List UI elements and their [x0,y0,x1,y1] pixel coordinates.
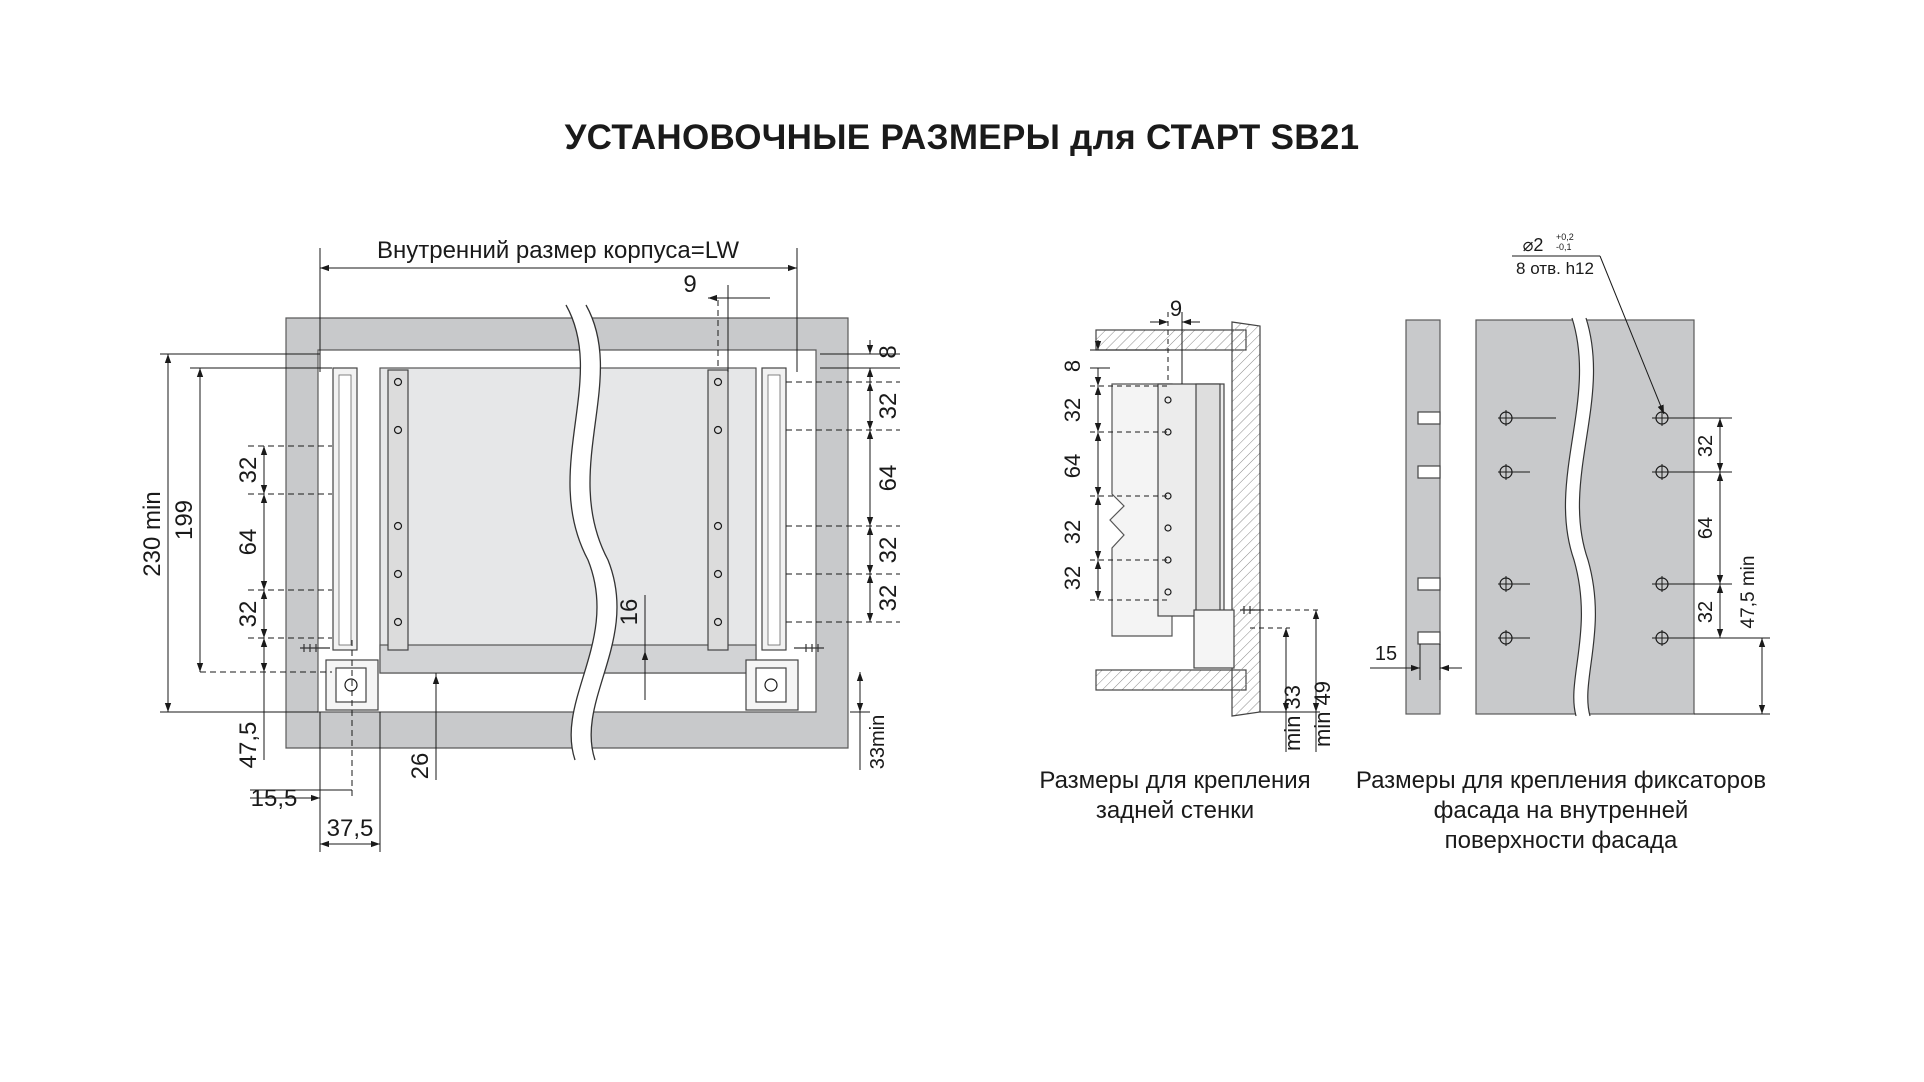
rear-caption: Размеры для крепления задней стенки [1020,766,1330,826]
hole-tol-plus: +0,2 [1556,232,1574,242]
rear-caption-line-1: Размеры для крепления [1039,767,1311,794]
cabinet-frame [285,317,849,749]
drawer-bottom [379,644,757,674]
rear-dim-9: 9 [1170,296,1182,321]
facade-dim-32a: 32 [1695,435,1717,457]
rear-view: 9 8 32 64 32 32 min 33 min 49 [1060,296,1335,752]
rear-bottom-panel [1095,669,1247,691]
facade-caption-line-1: Размеры для крепления фиксаторов [1355,767,1767,794]
front-dim-r32b: 32 [875,537,902,564]
facade-caption-line-3: поверхности фасада [1444,827,1678,854]
front-dim-16: 16 [616,599,643,626]
rear-dim-64: 64 [1060,454,1085,478]
rear-dim-32a: 32 [1060,398,1085,422]
break-band [566,305,618,760]
front-dim-r8: 8 [875,345,902,358]
rear-dim-32b: 32 [1060,520,1085,544]
front-dim-230: 230 min [139,491,166,576]
front-dim-r32c: 32 [875,585,902,612]
front-dim-r32a: 32 [875,393,902,420]
hole-spec-top: ⌀2 [1523,235,1544,255]
facade-dim-47-5: 47,5 min [1738,556,1759,629]
rear-back-wall [1231,321,1261,717]
rear-dim-8: 8 [1060,360,1085,372]
rear-dim-min49: min 49 [1310,681,1335,747]
facade-dim-32b: 32 [1695,601,1717,623]
rear-dim-min33: min 33 [1280,685,1305,751]
lw-label: Внутренний размер корпуса=LW [377,237,739,264]
facade-view: ⌀2 +0,2 -0,1 8 отв. h12 32 64 32 47,5 mi… [1370,232,1770,717]
front-dim-9: 9 [683,271,696,298]
rear-top-panel [1095,329,1247,351]
facade-dim-64: 64 [1695,517,1717,539]
front-dim-64: 64 [235,529,262,556]
front-dim-r64: 64 [875,465,902,492]
front-dim-15-5: 15,5 [251,785,298,812]
front-dim-26: 26 [407,753,434,780]
facade-dim-15: 15 [1375,643,1397,665]
page-title: УСТАНОВОЧНЫЕ РАЗМЕРЫ для СТАРТ SB21 [564,118,1360,157]
rear-dim-32c: 32 [1060,566,1085,590]
front-dim-47-5: 47,5 [235,722,262,769]
rear-caption-line-2: задней стенки [1095,797,1255,824]
front-dim-32a: 32 [235,457,262,484]
front-dim-199: 199 [171,500,198,540]
front-dim-r33: 33min [867,715,889,769]
hole-tol-minus: -0,1 [1556,242,1572,252]
facade-side-panel [1405,319,1441,715]
facade-break-band [1565,318,1596,716]
front-view: Внутренний размер корпуса=LW 9 230 min 1… [139,237,902,852]
front-dim-37-5: 37,5 [327,815,374,842]
right-runner [707,367,824,711]
drawer-back-panel [379,367,757,674]
front-dim-32b: 32 [235,601,262,628]
hole-spec-bottom: 8 отв. h12 [1516,259,1594,278]
facade-caption: Размеры для крепления фиксаторов фасада … [1336,766,1786,856]
facade-caption-line-2: фасада на внутренней [1433,797,1689,824]
